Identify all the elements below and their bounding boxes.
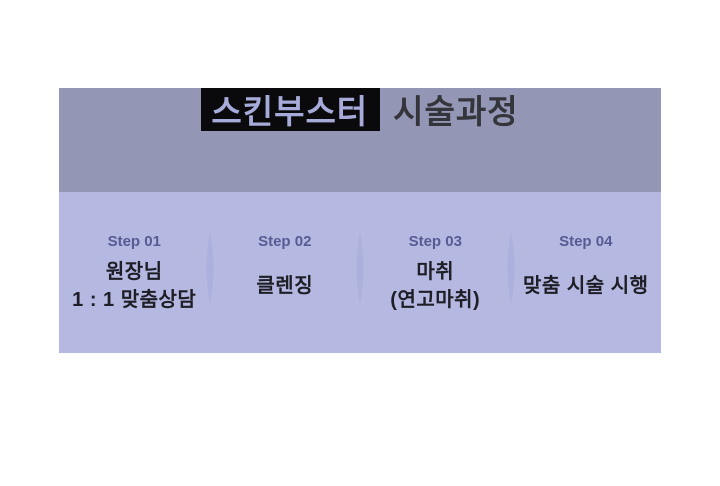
step-01-text: 원장님 1 : 1 맞춤상담 <box>72 261 197 311</box>
page-title: 스킨부스터 시술과정 <box>201 88 518 131</box>
procedure-panel: 스킨부스터 시술과정 Step 01 원장님 1 : 1 맞춤상담 Step 0… <box>59 88 661 353</box>
title-rest-text: 시술과정 <box>393 92 519 130</box>
step-04: Step 04 맞춤 시술 시행 <box>511 192 662 353</box>
step-divider-lens-icon <box>503 232 519 304</box>
step-divider-lens-icon <box>352 232 368 304</box>
step-divider-lens-icon <box>202 232 218 304</box>
step-02: Step 02 클렌징 <box>210 192 361 353</box>
step-04-label: Step 04 <box>559 233 613 250</box>
step-03-label: Step 03 <box>408 233 462 250</box>
step-03: Step 03 마취 (연고마취) <box>360 192 511 353</box>
step-01-label: Step 01 <box>107 233 161 250</box>
step-02-text: 클렌징 <box>256 275 314 297</box>
title-header: 스킨부스터 시술과정 <box>59 88 661 192</box>
title-highlight-box: 스킨부스터 <box>201 88 381 131</box>
step-01: Step 01 원장님 1 : 1 맞춤상담 <box>59 192 210 353</box>
step-02-label: Step 02 <box>258 233 312 250</box>
steps-section: Step 01 원장님 1 : 1 맞춤상담 Step 02 클렌징 Step … <box>59 192 661 353</box>
step-04-text: 맞춤 시술 시행 <box>522 275 649 297</box>
step-03-text: 마취 (연고마취) <box>390 261 481 311</box>
